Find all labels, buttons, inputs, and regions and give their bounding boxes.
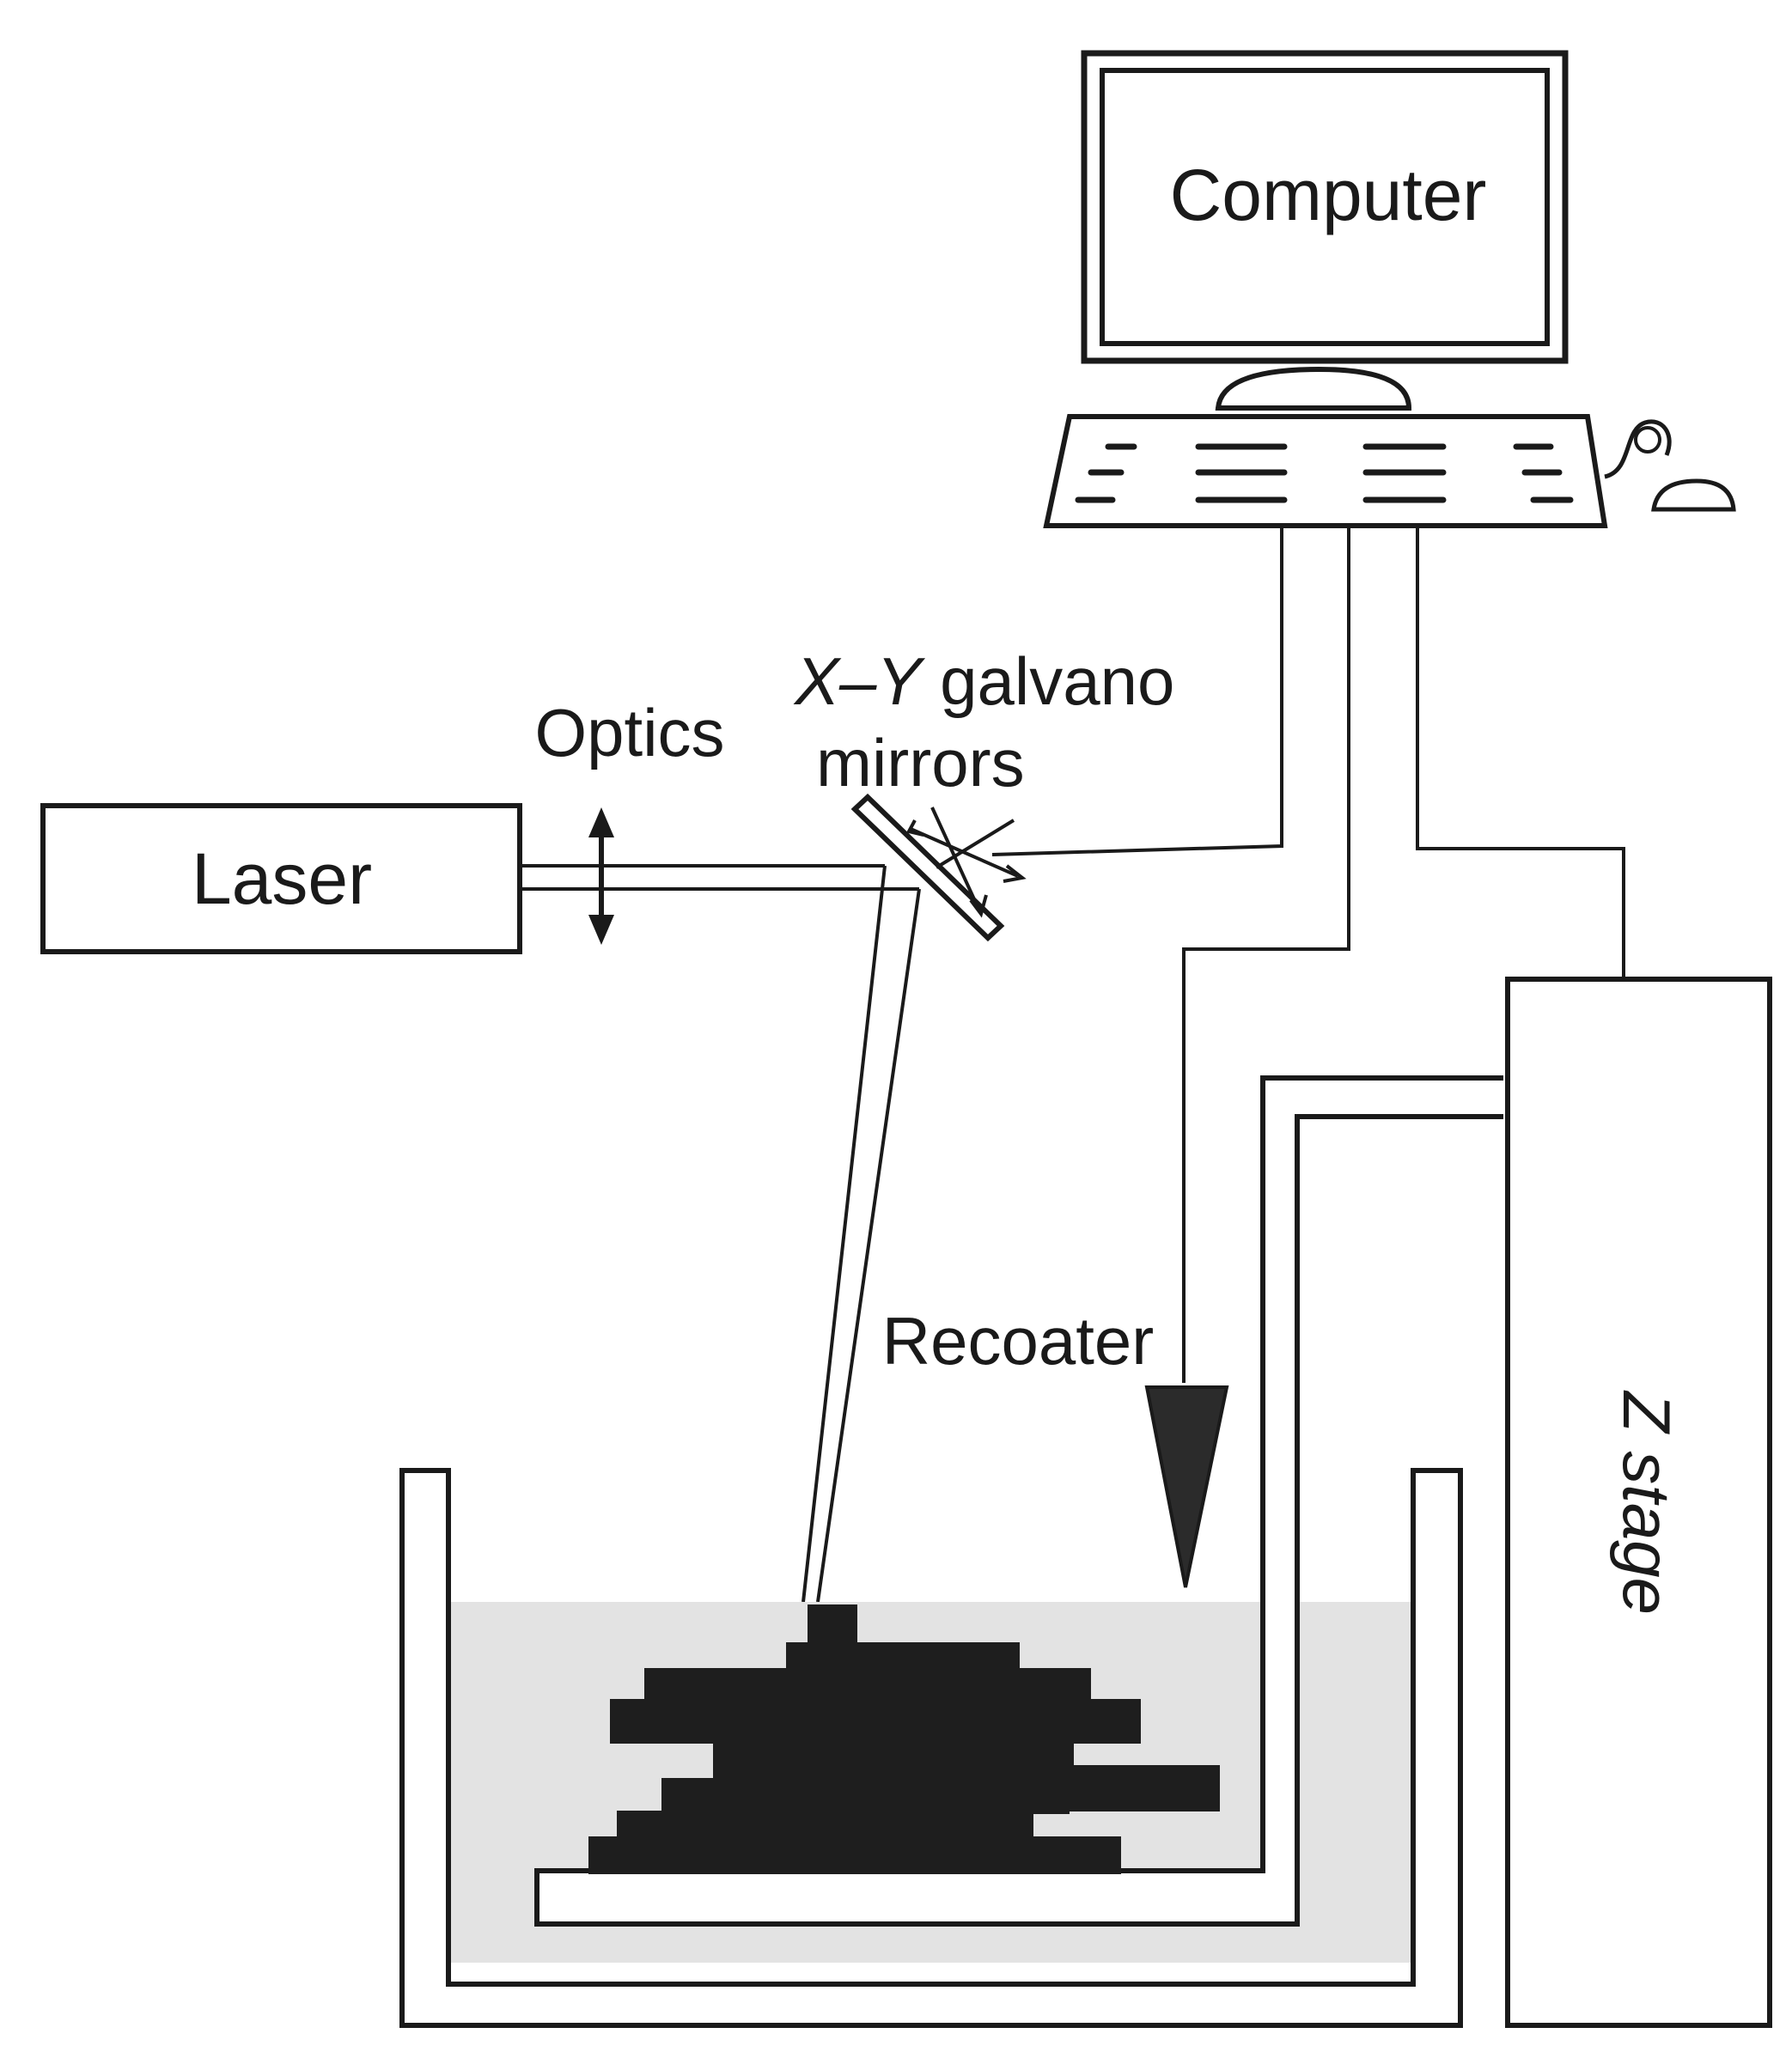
- optics-label: Optics: [534, 695, 724, 770]
- z-stage: Z stage: [1505, 977, 1772, 2028]
- laser-beam: [520, 864, 921, 1603]
- recoater-blade-icon: [1144, 1385, 1229, 1588]
- mirrors-label-xy: X–Y: [793, 643, 925, 719]
- resin-vat: [399, 1075, 1503, 2028]
- computer-label: Computer: [1170, 155, 1487, 235]
- recoater-label: Recoater: [882, 1303, 1155, 1379]
- z-stage-label: Z stage: [1609, 1390, 1685, 1615]
- recoater-cable: [1182, 526, 1350, 1383]
- laser: Laser: [40, 803, 522, 954]
- printed-part: [588, 1604, 1220, 1874]
- monitor-icon: [1081, 50, 1569, 411]
- z-stage-label-text: Z stage: [1609, 1390, 1685, 1615]
- mirrors-label-line2: mirrors: [816, 725, 1025, 801]
- vat-wall: [399, 1468, 1463, 2028]
- mirrors-label-line1: X–Y galvano: [793, 643, 1174, 719]
- galvano-mirrors: X–Y galvano mirrors: [793, 643, 1174, 942]
- mouse-icon: [1604, 419, 1736, 512]
- laser-label: Laser: [192, 838, 372, 919]
- optics-lens-arrow-icon: [588, 807, 614, 945]
- recoater: Recoater: [882, 1303, 1229, 1588]
- mirror-icon: [850, 793, 1005, 942]
- keyboard-icon: [1043, 414, 1608, 528]
- optics: Optics: [534, 695, 725, 945]
- z-stage-cable: [1416, 526, 1625, 979]
- mirror-cable: [991, 526, 1283, 856]
- mirror-rotation-arrows-icon: [906, 807, 1027, 918]
- control-cables: [991, 526, 1625, 1383]
- build-platform: [534, 1075, 1503, 1927]
- mirrors-label-galvano: galvano: [921, 643, 1174, 719]
- computer: Computer: [1043, 50, 1736, 528]
